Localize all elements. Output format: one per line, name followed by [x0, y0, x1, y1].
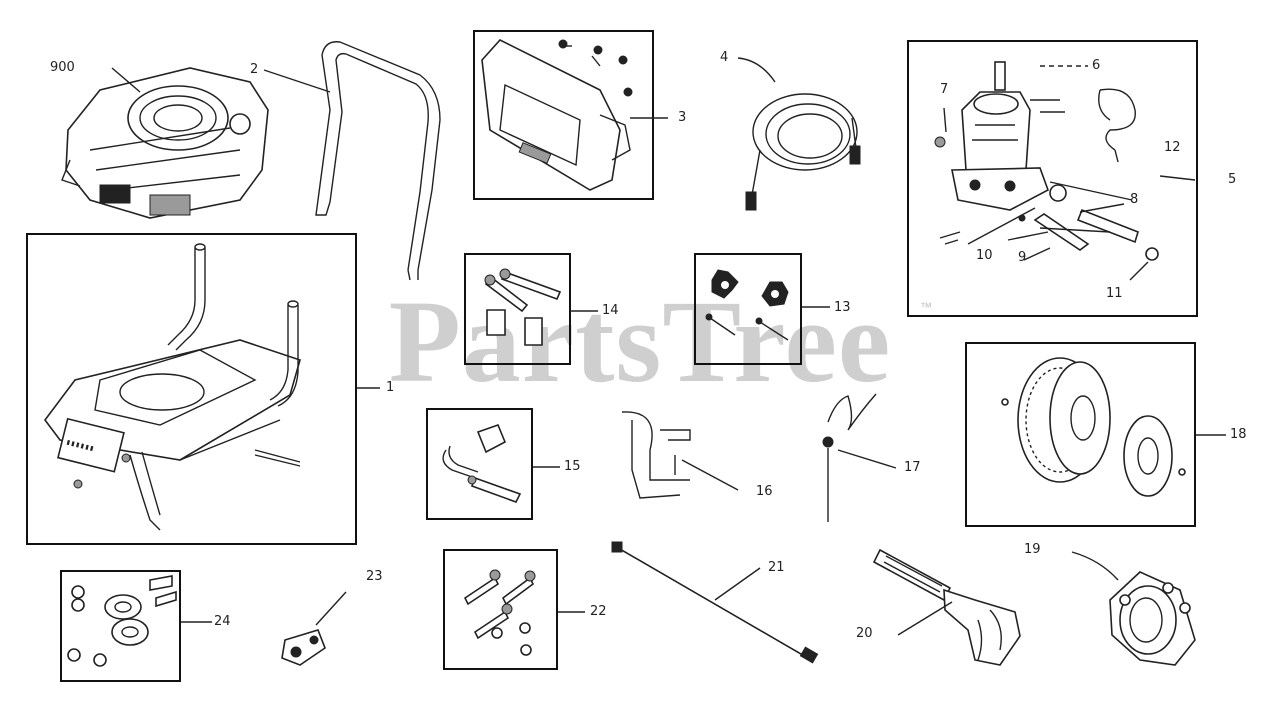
- box-5-pump-assembly[interactable]: [907, 40, 1198, 317]
- callout-11[interactable]: 11: [1106, 286, 1123, 301]
- callout-2[interactable]: 2: [250, 62, 259, 77]
- callout-4[interactable]: 4: [720, 50, 729, 65]
- hose-drawing[interactable]: [745, 93, 861, 211]
- callout-23[interactable]: 23: [366, 569, 383, 584]
- bolts-22-drawing[interactable]: [463, 569, 536, 656]
- callout-21[interactable]: 21: [768, 560, 785, 575]
- callout-24[interactable]: 24: [214, 614, 231, 629]
- handle-drawing[interactable]: [315, 41, 441, 281]
- callout-22[interactable]: 22: [590, 604, 607, 619]
- frame-drawing[interactable]: ▮▮▮▮▮▮: [44, 243, 301, 531]
- box-18-wheel[interactable]: [965, 342, 1196, 527]
- callout-13[interactable]: 13: [834, 300, 851, 315]
- callout-1[interactable]: 1: [386, 380, 395, 395]
- callout-5[interactable]: 5: [1228, 172, 1237, 187]
- box-1-frame[interactable]: [26, 233, 357, 545]
- wheel-18-drawing[interactable]: [1001, 357, 1186, 497]
- bearing-kit-24-drawing[interactable]: [67, 575, 177, 667]
- pump-assembly-drawing[interactable]: [934, 61, 1196, 281]
- callout-7[interactable]: 7: [940, 82, 949, 97]
- box-15-pin-kit[interactable]: [426, 408, 533, 520]
- callout-8[interactable]: 8: [1130, 192, 1139, 207]
- callout-6[interactable]: 6: [1092, 58, 1101, 73]
- box-22-bolt-kit[interactable]: [443, 549, 558, 670]
- wire-17-drawing[interactable]: [822, 393, 877, 522]
- box-24-bearing-kit[interactable]: [60, 570, 181, 682]
- spray-gun-20-drawing[interactable]: [872, 548, 1021, 666]
- callout-12[interactable]: 12: [1164, 140, 1181, 155]
- pin-15-drawing[interactable]: [442, 423, 522, 503]
- wand-21-drawing[interactable]: [611, 541, 819, 664]
- callout-15[interactable]: 15: [564, 459, 581, 474]
- control-panel-drawing[interactable]: [481, 39, 633, 191]
- box-3-control-panel[interactable]: [473, 30, 654, 200]
- callout-16[interactable]: 16: [756, 484, 773, 499]
- hardware-14-drawing[interactable]: [484, 268, 562, 346]
- callout-10[interactable]: 10: [976, 248, 993, 263]
- callout-9[interactable]: 9: [1018, 250, 1027, 265]
- nozzle-23-drawing[interactable]: [281, 629, 326, 666]
- callout-17[interactable]: 17: [904, 460, 921, 475]
- callout-14[interactable]: 14: [602, 303, 619, 318]
- callout-18[interactable]: 18: [1230, 427, 1247, 442]
- callout-3[interactable]: 3: [678, 110, 687, 125]
- trademark-symbol: ™: [920, 300, 932, 314]
- engine-drawing[interactable]: [61, 67, 269, 219]
- bracket-16-drawing[interactable]: [621, 411, 691, 499]
- callout-19[interactable]: 19: [1024, 542, 1041, 557]
- box-14-hardware[interactable]: [464, 253, 571, 365]
- callout-900[interactable]: 900: [50, 60, 75, 75]
- knob-13-drawing[interactable]: [705, 269, 789, 341]
- housing-19-drawing[interactable]: [1109, 571, 1196, 666]
- box-13-knobs[interactable]: [694, 253, 802, 365]
- callout-20[interactable]: 20: [856, 626, 873, 641]
